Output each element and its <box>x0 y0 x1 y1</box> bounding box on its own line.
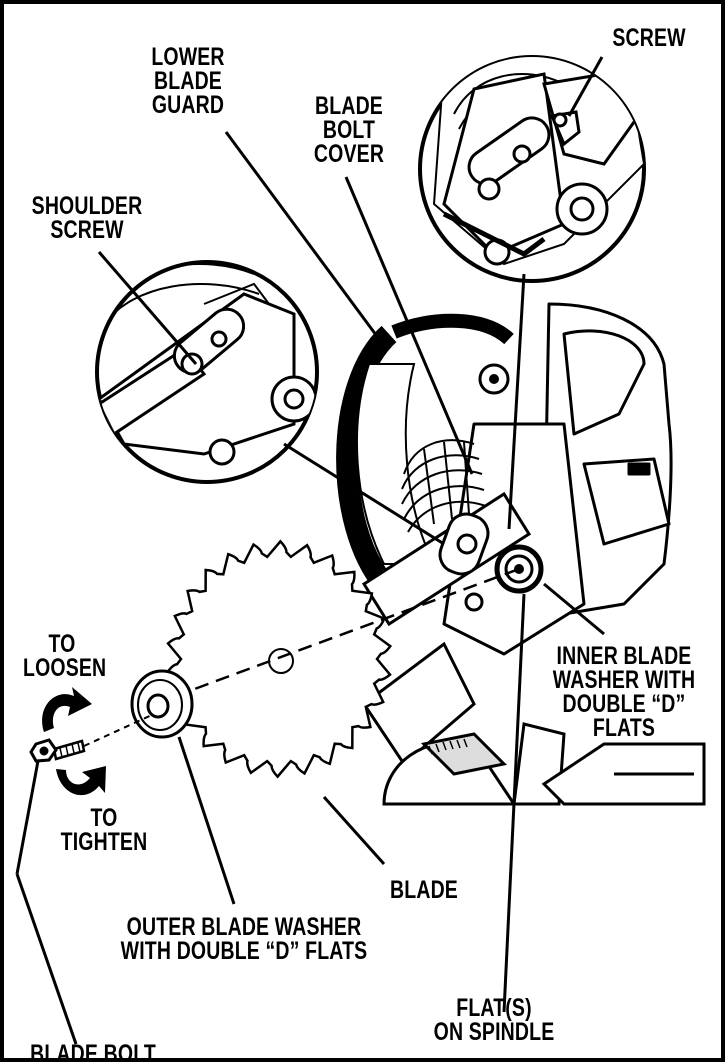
detail-circle-left <box>95 260 319 484</box>
label-lower-blade-guard: LOWER BLADE GUARD <box>151 43 225 119</box>
saw-body <box>442 302 673 656</box>
spindle-area <box>361 491 532 627</box>
leader-lines <box>15 56 605 1045</box>
label-screw: SCREW <box>612 24 686 52</box>
outer-washer-shape <box>130 669 194 739</box>
inner-washer-shape <box>494 544 544 594</box>
label-to-tighten: TO TIGHTEN <box>60 804 148 856</box>
label-inner-blade-washer: INNER BLADE WASHER WITH DOUBLE “D” FLATS <box>552 642 696 742</box>
detail-circle-top <box>418 55 646 283</box>
saw-base <box>361 641 706 806</box>
label-blade-bolt: BLADE BOLT <box>30 1040 156 1062</box>
saw-illustration <box>15 55 706 1045</box>
lower-blade-guard-shape <box>336 313 514 592</box>
label-outer-blade-washer: OUTER BLADE WASHER WITH DOUBLE “D” FLATS <box>120 913 368 965</box>
rotate-loosen-arrow-icon <box>42 687 92 732</box>
rotate-tighten-arrow-icon <box>56 766 106 796</box>
label-shoulder-screw: SHOULDER SCREW <box>31 192 143 244</box>
label-to-loosen: TO LOOSEN <box>23 630 107 682</box>
label-blade: BLADE <box>390 876 458 904</box>
label-flats-on-spindle: FLAT(S) ON SPINDLE <box>433 994 555 1046</box>
guard-fins <box>401 439 487 533</box>
protractor-scale <box>428 738 468 755</box>
blade-bolt-shape <box>29 738 86 763</box>
label-blade-bolt-cover: BLADE BOLT COVER <box>313 92 385 168</box>
